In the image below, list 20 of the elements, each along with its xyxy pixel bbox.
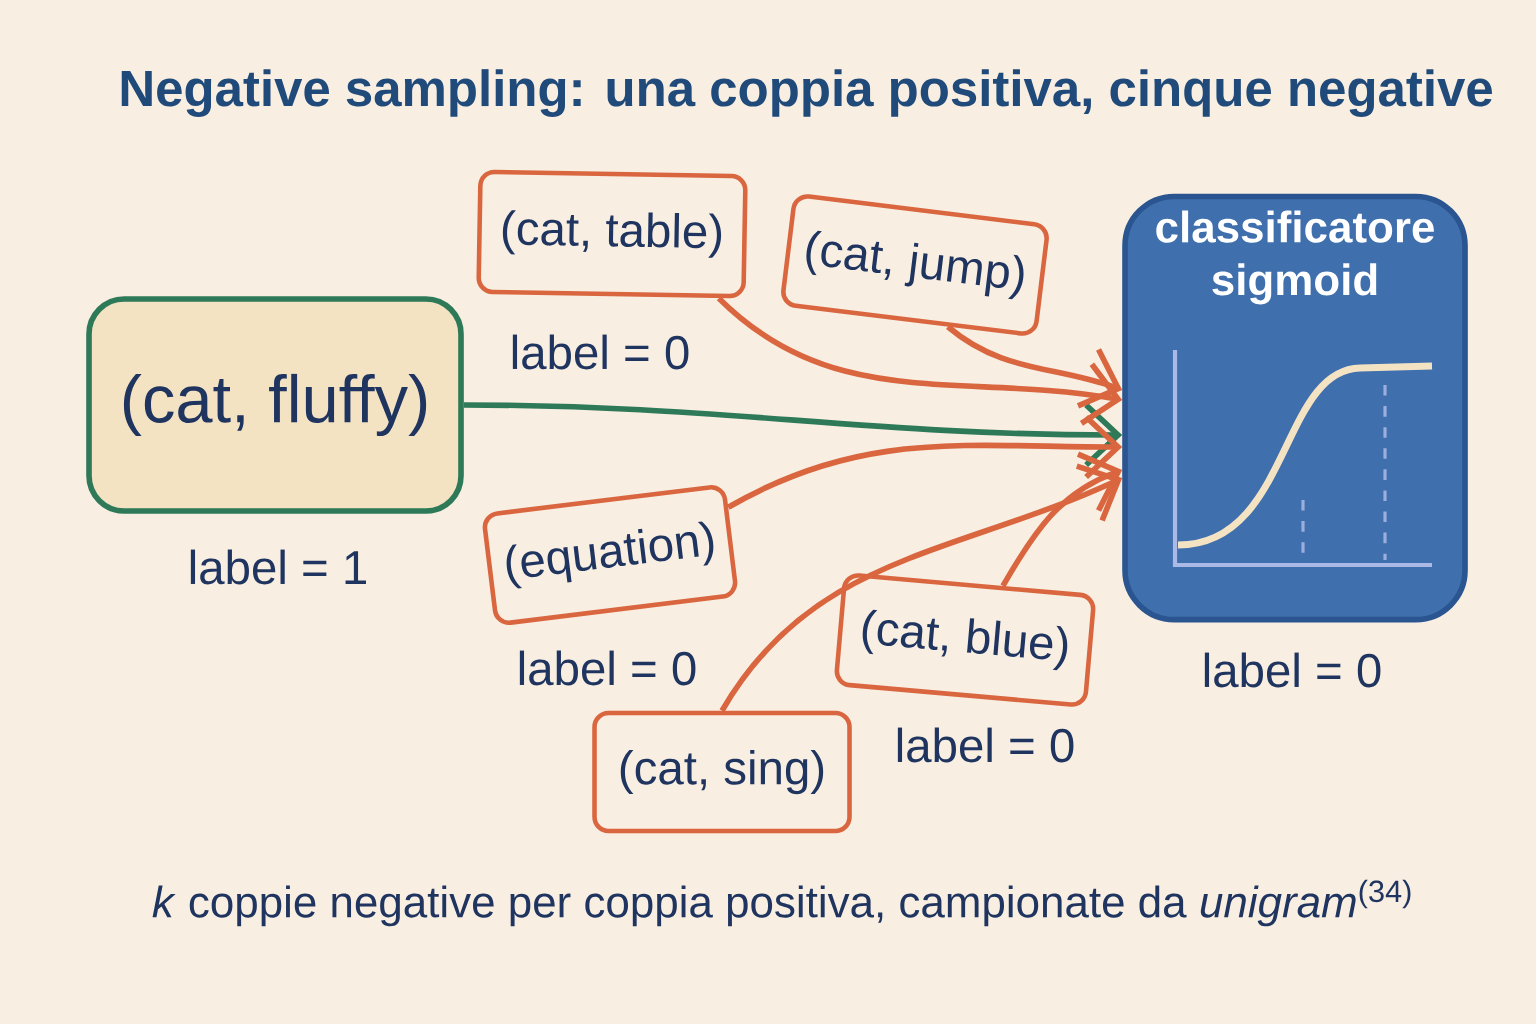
negative-pair-box: (cat, sing) bbox=[592, 710, 852, 834]
caption: k coppie negative per coppia positiva, campionate da unigram$^{(34)}$ bbox=[152, 879, 1411, 927]
negative-pair-box: (cat, jump) bbox=[781, 194, 1049, 336]
title: Negative sampling: una coppia positiva, cinque negative bbox=[121, 69, 1492, 117]
arrow bbox=[719, 463, 1123, 713]
negative-pair-box: (cat, table) bbox=[476, 169, 748, 299]
arrow bbox=[463, 402, 1123, 468]
arrow bbox=[946, 324, 1123, 409]
pair-label: label = 1 bbox=[190, 549, 366, 585]
pair-label: label = 0 bbox=[897, 727, 1074, 763]
arrow bbox=[726, 414, 1123, 510]
pair-label: label = 0 bbox=[519, 650, 696, 686]
classifier-box: classificatore sigmoid bbox=[1122, 193, 1468, 623]
negative-pair-box: (cat, blue) bbox=[834, 573, 1096, 707]
arrow bbox=[1000, 451, 1123, 588]
pair-label: label = 0 bbox=[1204, 652, 1381, 688]
pair-label: label = 0 bbox=[512, 334, 689, 370]
negative-pair-box: (equation) bbox=[482, 485, 738, 625]
positive-pair-box: (cat, fluffy) bbox=[86, 296, 464, 514]
arrow bbox=[716, 296, 1123, 426]
